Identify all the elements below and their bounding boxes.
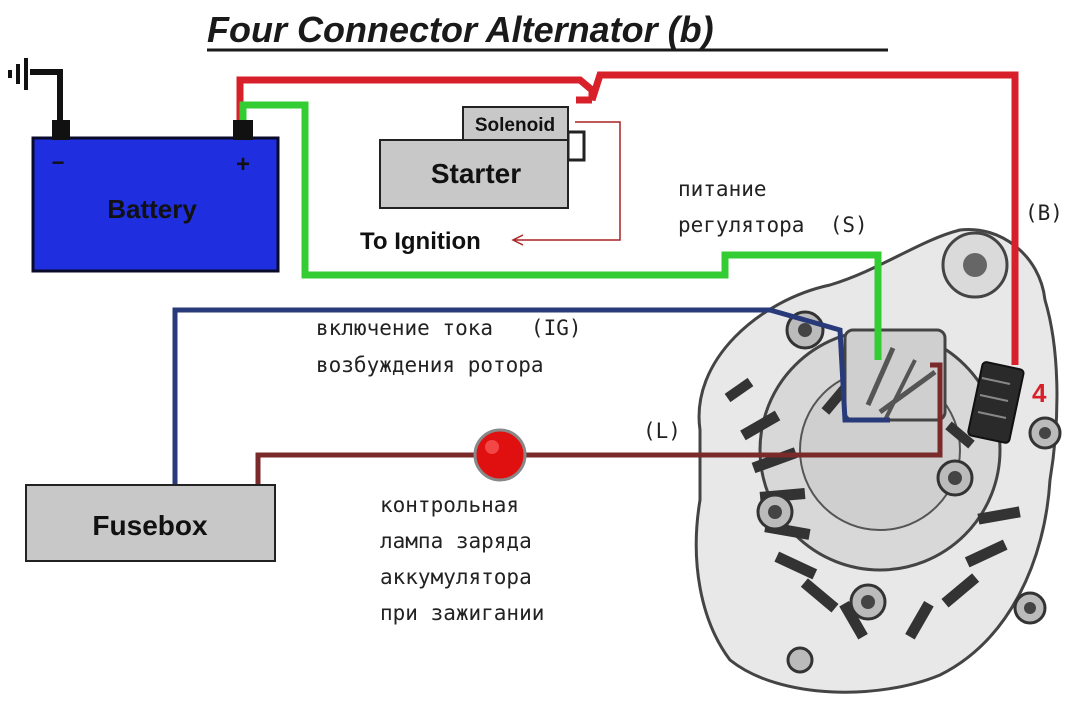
- solenoid-label: Solenoid: [475, 115, 555, 136]
- b-terminal-label: (B): [1025, 201, 1063, 225]
- ig-label-line2: возбуждения ротора: [316, 353, 544, 377]
- lamp-label-line2: лампа заряда: [380, 529, 532, 553]
- starter-assembly: Solenoid Starter: [379, 106, 569, 209]
- alternator-body: [694, 227, 1062, 694]
- ground-icon: [8, 58, 63, 120]
- battery-plus-sign: +: [236, 151, 250, 178]
- l-terminal-label: (L): [643, 419, 681, 443]
- ignition-wire: [515, 121, 621, 241]
- b-terminal: [967, 361, 1025, 444]
- solenoid-terminal: [566, 130, 586, 162]
- battery-minus-sign: −: [52, 150, 65, 175]
- battery-positive-terminal: [233, 120, 253, 140]
- fusebox-label: Fusebox: [92, 510, 208, 541]
- lamp-label-line3: аккумулятора: [380, 565, 532, 589]
- ignition-arrow-icon: [511, 234, 524, 246]
- fusebox: Fusebox: [25, 484, 276, 562]
- starter-box: [379, 139, 569, 209]
- connector-number: 4: [1032, 378, 1047, 408]
- lamp-label-line1: контрольная: [380, 493, 519, 517]
- charge-lamp-icon: [473, 428, 527, 482]
- battery-negative-terminal: [52, 120, 70, 140]
- ignition-label: To Ignition: [360, 228, 481, 255]
- ig-label-line1: включение тока (IG): [316, 316, 582, 340]
- battery: − + Battery: [31, 120, 280, 273]
- regulator-label-line1: питание: [678, 177, 767, 201]
- starter-label: Starter: [431, 158, 521, 189]
- diagram-title: Four Connector Alternator (b): [207, 9, 714, 50]
- battery-label: Battery: [107, 194, 197, 224]
- red-wire-b: [236, 71, 1019, 365]
- brown-wire-l: [255, 362, 943, 485]
- regulator-label-line2: регулятора (S): [678, 213, 868, 237]
- lamp-label-line4: при зажигании: [380, 601, 544, 625]
- solenoid-box: [462, 106, 569, 141]
- blue-wire-ig: [172, 307, 890, 485]
- green-wire-s: [239, 101, 882, 360]
